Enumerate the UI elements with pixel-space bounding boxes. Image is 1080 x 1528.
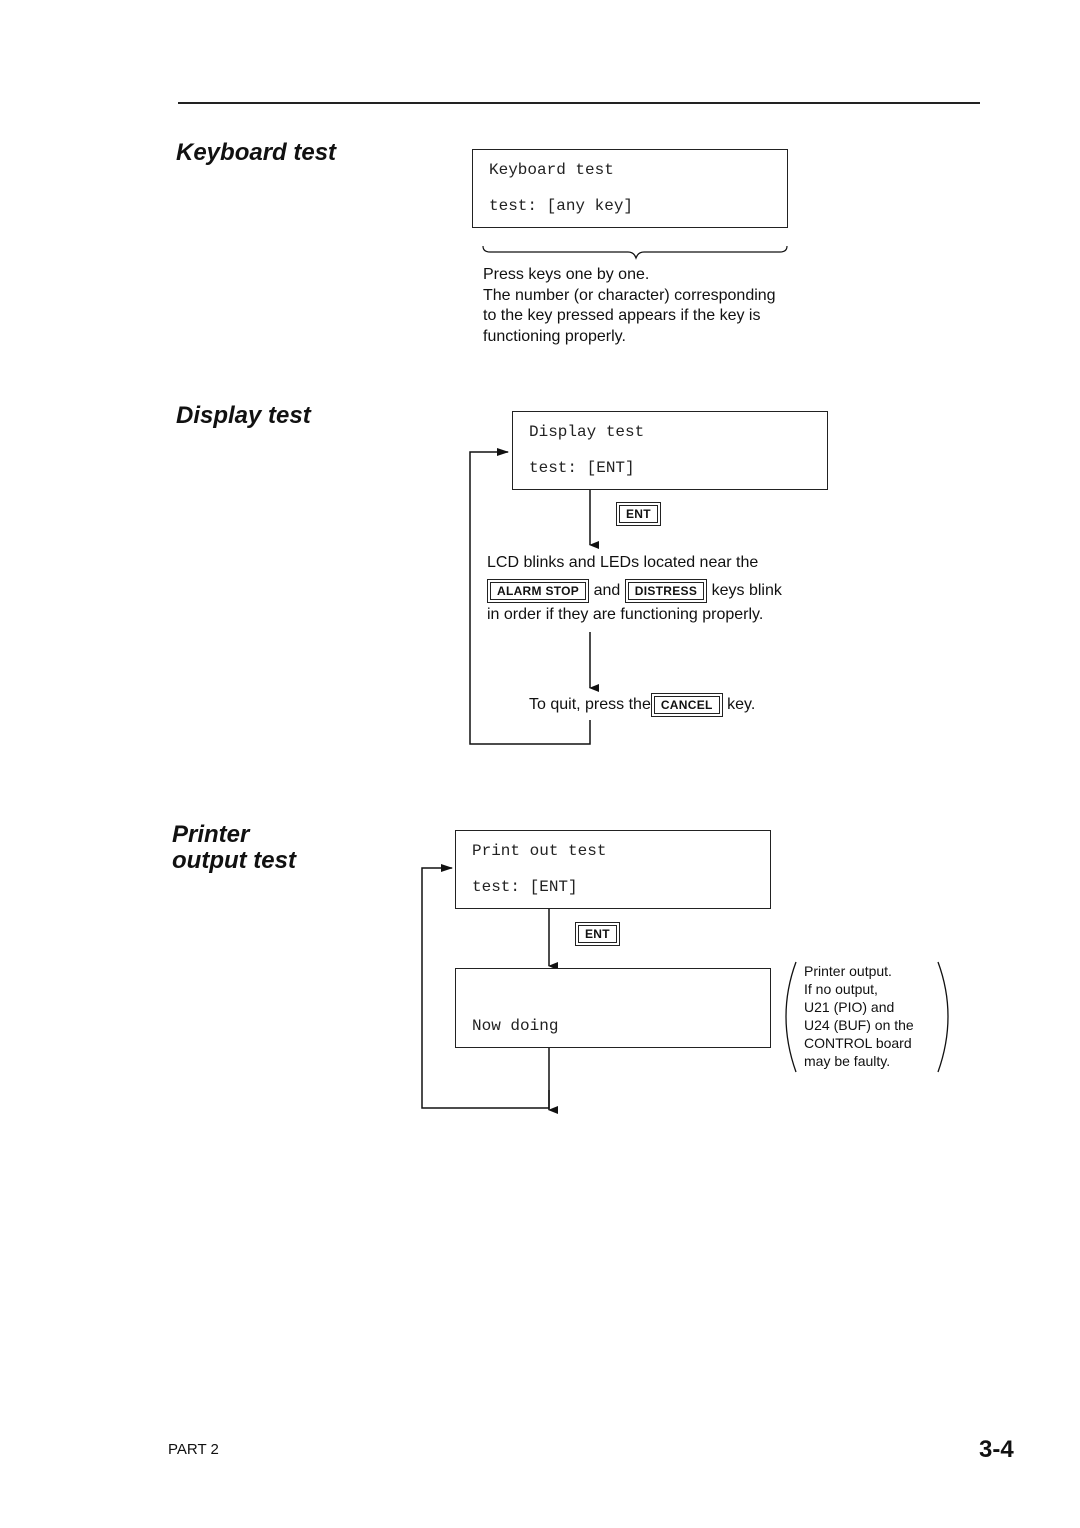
display-loop (469, 448, 591, 745)
header-rule (178, 102, 980, 104)
description-line: to the key pressed appears if the key is (483, 307, 761, 324)
keys-blink-text: keys blink (711, 582, 782, 600)
distress-key: DISTRESS (624, 579, 708, 603)
lcd-line: test: [ENT] (472, 878, 578, 896)
heading-line: Printer (172, 821, 250, 848)
description-line: Press keys one by one. (483, 266, 650, 283)
note-line: If no output, (804, 981, 878, 997)
note-left-paren (785, 961, 797, 1073)
heading-line: output test (172, 847, 296, 874)
display-desc-line2: ALARM STOP and DISTRESS keys blink (487, 579, 782, 603)
display-desc-line3: in order if they are functioning properl… (487, 606, 764, 623)
lcd-line: Keyboard test (489, 161, 614, 179)
note-line: U24 (BUF) on the (804, 1017, 914, 1033)
description-line: functioning properly. (483, 327, 626, 345)
alarm-stop-key: ALARM STOP (487, 579, 590, 603)
printer-note: Printer output. If no output, U21 (PIO) … (804, 962, 914, 1070)
printer-loop (421, 864, 550, 1109)
key-text: key. (727, 696, 756, 714)
display-desc-line1: LCD blinks and LEDs located near the (487, 554, 759, 571)
note-line: may be faulty. (804, 1053, 891, 1069)
quit-text: To quit, press the (529, 696, 651, 714)
page-number: 3-4 (979, 1436, 1014, 1463)
ent-key: ENT (575, 922, 620, 946)
keyboard-description: Press keys one by one. The number (or ch… (483, 265, 776, 347)
note-line: CONTROL board (804, 1035, 912, 1051)
keyboard-test-heading: Keyboard test (176, 139, 337, 166)
printer-lcd: Print out test test: [ENT] (455, 830, 771, 909)
lcd-line: Now doing (472, 1017, 559, 1035)
keyboard-brace (482, 245, 788, 260)
note-right-paren (937, 961, 949, 1073)
keyboard-lcd: Keyboard test test: [any key] (472, 149, 788, 228)
lcd-line: test: [any key] (489, 197, 634, 215)
description-line: The number (or character) corresponding (483, 286, 776, 304)
note-line: U21 (PIO) and (804, 999, 895, 1015)
printer-now-doing-lcd: Now doing (455, 968, 771, 1048)
note-line: Printer output. (804, 963, 892, 979)
and-text: and (593, 582, 621, 600)
ent-key: ENT (616, 502, 661, 526)
display-test-heading: Display test (176, 402, 311, 429)
printer-test-heading: Printer output test (172, 822, 296, 874)
display-lcd: Display test test: [ENT] (512, 411, 828, 490)
footer-part: PART 2 (168, 1441, 219, 1458)
lcd-line: Display test (529, 423, 645, 441)
cancel-key: CANCEL (650, 693, 723, 717)
lcd-line: test: [ENT] (529, 459, 635, 477)
lcd-line: Print out test (472, 842, 607, 860)
